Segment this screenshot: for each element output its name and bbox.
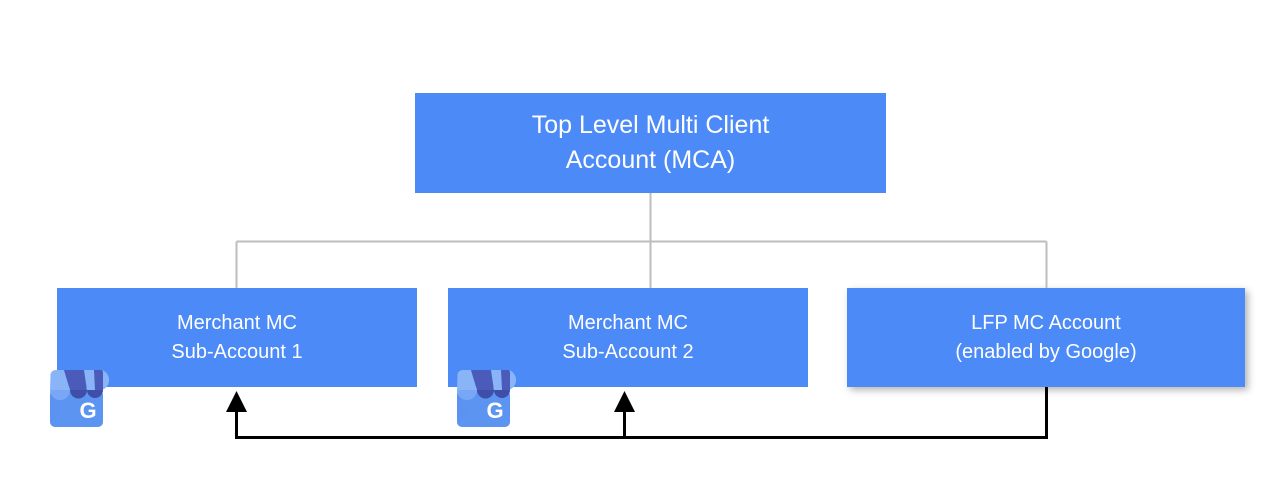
arrowhead-to-sub2 [614,391,635,412]
svg-text:G: G [486,398,503,423]
node-merchant-sub-account-2-label: Merchant MC Sub-Account 2 [562,311,694,363]
node-merchant-sub-account-1-label: Merchant MC Sub-Account 1 [171,311,303,363]
google-business-storefront-icon: G [457,370,517,427]
flow-lfp-to-sub1 [235,387,1048,439]
google-business-storefront-icon: G [50,370,110,427]
node-merchant-sub-account-2[interactable]: Merchant MC Sub-Account 2 [448,288,808,387]
arrowhead-to-sub1 [226,391,247,412]
node-top-level-mca[interactable]: Top Level Multi Client Account (MCA) [415,93,886,193]
node-top-level-mca-label: Top Level Multi Client Account (MCA) [531,111,770,174]
svg-text:G: G [79,398,96,423]
node-merchant-sub-account-1[interactable]: Merchant MC Sub-Account 1 [57,288,417,387]
node-lfp-mc-account[interactable]: LFP MC Account (enabled by Google) [847,288,1245,387]
node-lfp-mc-account-label: LFP MC Account (enabled by Google) [955,311,1137,363]
